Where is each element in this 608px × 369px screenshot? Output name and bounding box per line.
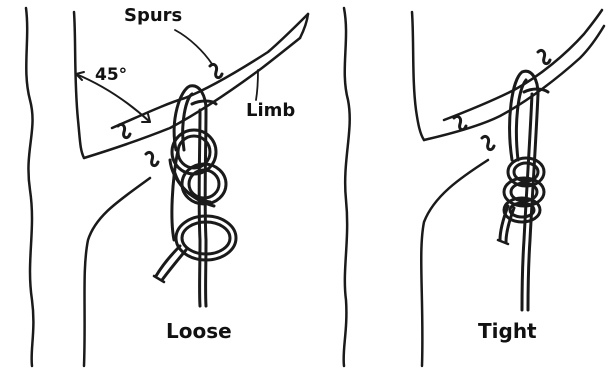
rope-at-limb-2	[524, 89, 548, 92]
rope-tail-tight	[498, 206, 514, 244]
tree-trunk-right-edge-lower	[84, 178, 150, 366]
limb-label: Limb	[246, 102, 295, 120]
tree-trunk-left-edge-2	[344, 8, 350, 366]
rope-strand-main-inner	[199, 110, 200, 306]
tree-trunk-right-edge-upper-2	[412, 12, 424, 140]
spurs-leader-line	[175, 30, 212, 64]
tree-trunk-right-edge-upper	[74, 12, 84, 158]
tight-caption: Tight	[478, 321, 537, 341]
rope-tail-loose	[154, 216, 236, 282]
loose-caption: Loose	[166, 321, 232, 341]
tree-trunk-left-edge	[26, 8, 33, 366]
angle-label: 45°	[95, 67, 127, 84]
rope-loop-over-limb-inner	[183, 94, 192, 150]
limb-lower-edge	[84, 38, 300, 158]
loose-panel	[26, 8, 308, 366]
spurs-label: Spurs	[124, 7, 182, 25]
limb-leader-line	[256, 70, 258, 100]
tight-panel	[344, 8, 604, 366]
